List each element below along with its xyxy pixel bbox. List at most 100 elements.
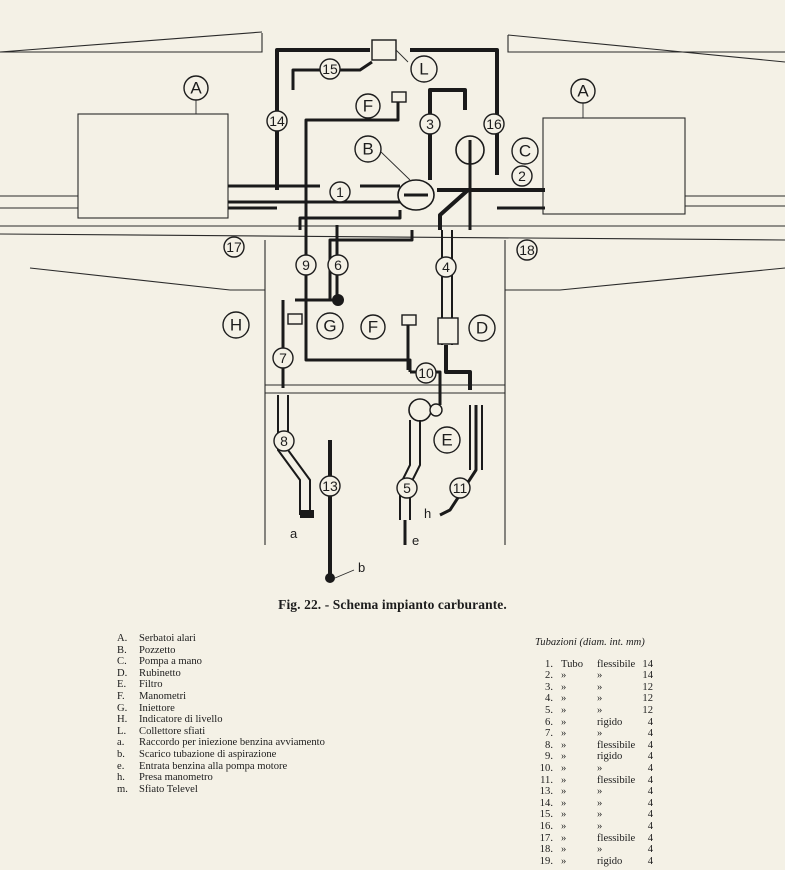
label-6: 6 bbox=[327, 254, 349, 276]
pipe-diameter: 14 bbox=[642, 670, 653, 682]
pipe-row: 9. » rigido 4 bbox=[535, 751, 653, 763]
pipe-kind: flessibile bbox=[597, 739, 636, 751]
fuel-system-diagram: 14 15 16 3 1 2 17 18 9 6 4 7 10 8 13 5 1… bbox=[0, 31, 785, 583]
pipe-type: » bbox=[561, 762, 567, 774]
legend-item: G.Iniettore bbox=[117, 702, 175, 714]
label-B: B bbox=[354, 135, 382, 163]
svg-text:A: A bbox=[577, 82, 589, 101]
pipe-number: 18. bbox=[539, 844, 553, 856]
pipe-diameter: 4 bbox=[647, 786, 653, 798]
svg-text:D: D bbox=[476, 319, 488, 338]
svg-text:18: 18 bbox=[519, 242, 535, 258]
pipe-row: 13. » » 4 bbox=[535, 786, 653, 798]
svg-text:14: 14 bbox=[269, 113, 285, 129]
pipe-type: Tubo bbox=[561, 658, 583, 670]
pipe-kind: rigido bbox=[597, 855, 623, 867]
pipe-diameter: 4 bbox=[647, 820, 653, 832]
pipe-kind: » bbox=[597, 786, 603, 798]
pipe-row: 16.»»4 bbox=[535, 820, 653, 833]
svg-text:7: 7 bbox=[279, 350, 287, 366]
pipe-number: 16. bbox=[539, 820, 553, 832]
svg-text:H: H bbox=[230, 316, 242, 335]
pipe-type: » bbox=[561, 739, 567, 751]
pipe-diameter: 12 bbox=[642, 693, 653, 705]
pipe-type: » bbox=[561, 693, 567, 705]
pipe-diameter: 4 bbox=[647, 751, 653, 763]
pipe-type: » bbox=[561, 751, 567, 763]
label-L: L bbox=[410, 55, 438, 83]
figure-caption: Fig. 22. - Schema impianto carburante. bbox=[278, 597, 507, 612]
pipe-diameter: 4 bbox=[647, 809, 653, 821]
legend-item: e.Entrata benzina alla pompa motore bbox=[117, 760, 288, 772]
pipe-number: 11. bbox=[540, 774, 553, 786]
pipe-kind: flessibile bbox=[597, 658, 636, 670]
legend-item: A.Serbatoi alari bbox=[117, 633, 196, 644]
pipe-type: » bbox=[561, 704, 567, 716]
pipe-row: 7.»»4 bbox=[535, 728, 653, 740]
pipe-number: 13. bbox=[539, 786, 553, 798]
pipe-type: » bbox=[561, 716, 567, 728]
pipe-number: 4. bbox=[545, 693, 553, 705]
pipe-diameter: 14 bbox=[642, 658, 653, 670]
legend-item: m.Sfiato Televel bbox=[117, 783, 198, 795]
label-3: 3 bbox=[419, 113, 441, 135]
pipe-kind: rigido bbox=[597, 751, 623, 763]
svg-text:L: L bbox=[419, 60, 428, 79]
svg-text:17: 17 bbox=[226, 239, 242, 255]
pipe-kind: » bbox=[597, 693, 603, 705]
suction-drain-line bbox=[325, 440, 355, 583]
legend-item: C.Pompa a mano bbox=[117, 656, 202, 668]
pipe-diameter: 4 bbox=[647, 797, 653, 809]
pipe-diameter: 4 bbox=[647, 832, 653, 844]
legend-item: a.Raccordo per iniezione benzina avviame… bbox=[117, 737, 325, 749]
pipe-diameter: 4 bbox=[647, 716, 653, 728]
label-18: 18 bbox=[516, 239, 538, 261]
pipe-kind: » bbox=[597, 728, 603, 740]
pipe-type: » bbox=[561, 855, 567, 867]
gauges bbox=[287, 91, 417, 370]
svg-text:B: B bbox=[362, 140, 373, 159]
pipe-row: 10.»»4 bbox=[535, 762, 653, 775]
label-a: a bbox=[290, 526, 298, 541]
svg-text:1: 1 bbox=[336, 184, 344, 200]
component-letter-labels: A A B C D E F F G H L a b e h bbox=[183, 55, 596, 575]
pipe-number: 2. bbox=[545, 670, 553, 682]
legend-item: H.Indicatore di livello bbox=[117, 714, 223, 726]
starter-injection-line bbox=[277, 395, 314, 518]
label-D: D bbox=[468, 314, 496, 342]
svg-text:13: 13 bbox=[322, 478, 338, 494]
pipe-row: 4. » » 12 bbox=[535, 693, 653, 705]
label-E: E bbox=[433, 426, 461, 454]
label-A-right: A bbox=[570, 78, 596, 104]
pipe-row: 6. » rigido 4 bbox=[535, 716, 653, 729]
pipe-number: 7. bbox=[545, 728, 553, 740]
pipe-number: 5. bbox=[545, 704, 553, 716]
hand-pump bbox=[428, 88, 485, 230]
pipe-kind: » bbox=[597, 820, 603, 832]
svg-text:4: 4 bbox=[442, 259, 450, 275]
label-A-left: A bbox=[183, 75, 209, 101]
pipe-kind: » bbox=[597, 762, 603, 774]
label-C: C bbox=[511, 137, 539, 165]
legend-item: b.Scarico tubazione di aspirazione bbox=[117, 748, 277, 760]
legend-item: B.Pozzetto bbox=[117, 644, 176, 656]
pipe-number: 9. bbox=[545, 751, 553, 763]
pipe-number: 14. bbox=[539, 797, 553, 809]
pipe-row: 14.»»4 bbox=[535, 797, 653, 810]
vent-piping bbox=[275, 39, 499, 190]
pipe-type: » bbox=[561, 786, 567, 798]
pipe-kind: rigido bbox=[597, 716, 623, 728]
legend-item: E.Filtro bbox=[117, 679, 163, 691]
pipe-kind: flessibile bbox=[597, 774, 636, 786]
pipe-kind: » bbox=[597, 681, 603, 693]
label-16: 16 bbox=[483, 113, 505, 135]
label-8: 8 bbox=[273, 430, 295, 452]
left-wing-tank bbox=[77, 113, 229, 219]
svg-text:5: 5 bbox=[403, 480, 411, 496]
pipe-diameter: 4 bbox=[647, 739, 653, 751]
pipe-number: 6. bbox=[545, 716, 553, 728]
